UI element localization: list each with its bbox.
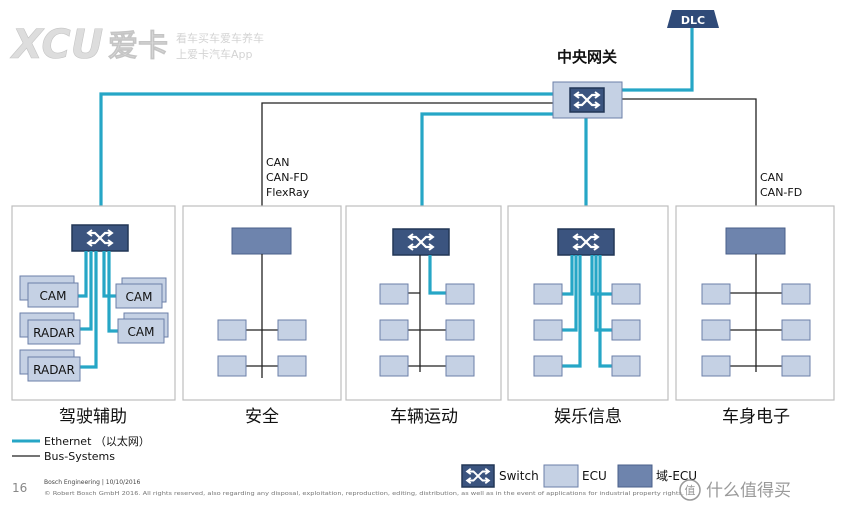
adas-device-cam-right-1: CAM (115, 277, 167, 309)
bus-label-body-1: CAN-FD (760, 186, 802, 199)
corner-watermark-text: 什么值得买 (706, 481, 791, 501)
corner-watermark: 值 什么值得买 (679, 479, 791, 501)
bus-label-body-0: CAN (760, 171, 783, 184)
footer-page: 16 (12, 481, 27, 495)
safety-domain-ecu (231, 227, 292, 255)
bus-gateway-body (622, 98, 757, 228)
bus-label-safety-2: FlexRay (266, 186, 310, 199)
legend-domain-ecu-icon (617, 464, 653, 488)
legend-domain-ecu: 域-ECU (656, 469, 697, 483)
central-gateway (552, 81, 623, 119)
footer-copyright: © Robert Bosch GmbH 2016. All rights res… (44, 490, 685, 497)
adas-device-radar-left-2: RADAR (19, 349, 81, 382)
domain-label-infotainment: 娱乐信息 (554, 407, 622, 427)
legend-ecu: ECU (582, 469, 607, 483)
adas-device-2: RADAR (33, 326, 75, 340)
legend-ethernet: Ethernet （以太网） (44, 435, 150, 448)
svg-text:值: 值 (685, 484, 696, 497)
eth-gateway-adas (99, 92, 553, 225)
legend-switch: Switch (499, 469, 539, 483)
adas-device-1: CAM (126, 290, 153, 304)
bus-label-safety-1: CAN-FD (266, 171, 308, 184)
legend: Ethernet （以太网） Bus-Systems Switch ECU 域-… (12, 435, 697, 488)
domain-label-safety: 安全 (245, 407, 279, 427)
adas-device-radar-left-1: RADAR (19, 312, 81, 345)
footer-source: Bosch Engineering | 10/10/2016 (44, 479, 141, 486)
adas-device-3: CAM (128, 325, 155, 339)
bus-label-body: CAN CAN-FD (760, 171, 802, 199)
domain-label-motion: 车辆运动 (390, 407, 458, 427)
domain-panel-infotainment (507, 205, 669, 401)
domain-panel-adas: CAM RADAR RADAR CAM CAM (11, 205, 176, 401)
gateway-title: 中央网关 (557, 48, 617, 66)
domain-panel-motion (345, 205, 502, 401)
watermark-line1: 看车买车爱车养车 (176, 31, 264, 45)
domain-panel-body (675, 205, 835, 401)
watermark-logo: XCU 爱卡 看车买车爱车养车 上爱卡汽车App (9, 22, 264, 69)
body-domain-ecu (725, 227, 786, 255)
eth-gateway-motion (420, 112, 553, 228)
legend-bus: Bus-Systems (44, 450, 115, 463)
domain-panel-safety (182, 205, 342, 401)
watermark-line2: 上爱卡汽车App (176, 47, 253, 61)
svg-text:XCU: XCU (9, 22, 103, 68)
bus-label-safety-0: CAN (266, 156, 289, 169)
domain-label-body: 车身电子 (722, 407, 790, 427)
dlc-label: DLC (681, 14, 705, 27)
bus-gateway-safety (261, 102, 553, 228)
dlc-connector: DLC (667, 10, 719, 28)
eth-gateway-dlc (622, 28, 694, 92)
adas-device-cam-left: CAM (19, 275, 79, 308)
watermark-brand: 爱卡 (108, 29, 168, 64)
adas-device-cam-right-2: CAM (117, 312, 169, 344)
domain-label-adas: 驾驶辅助 (59, 407, 127, 427)
legend-ecu-icon (543, 464, 579, 488)
adas-device-4: RADAR (33, 363, 75, 377)
adas-device-0: CAM (40, 289, 67, 303)
bus-label-safety: CAN CAN-FD FlexRay (266, 156, 310, 199)
